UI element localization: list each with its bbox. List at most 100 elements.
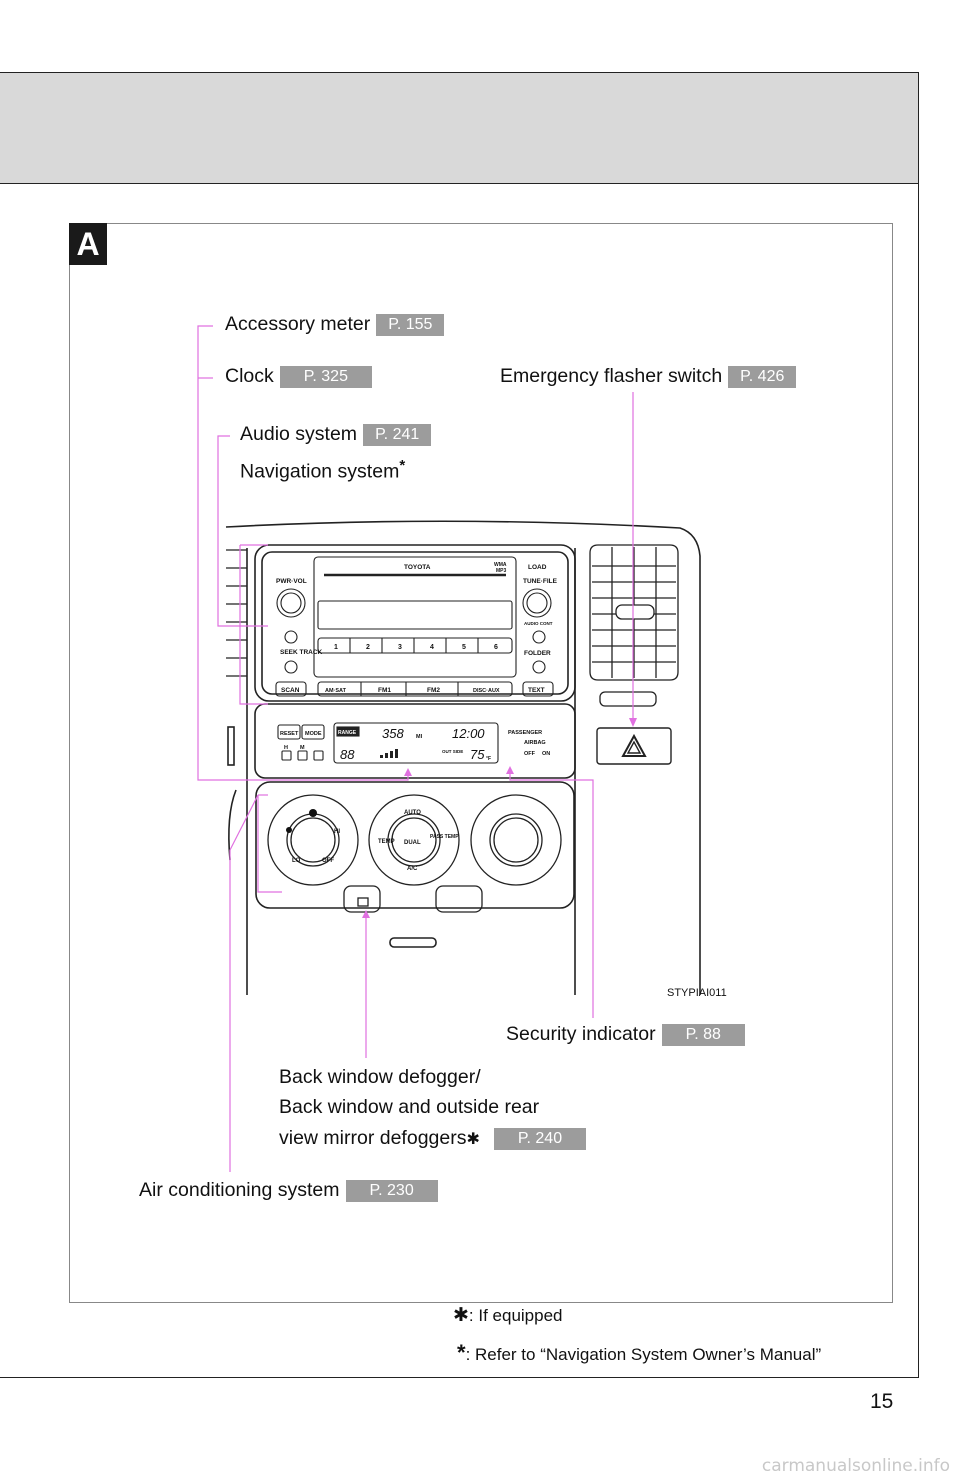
page-reference[interactable]: P. 325 [279, 365, 372, 388]
asterisk-mark: * [399, 457, 406, 474]
leader-lines [197, 325, 634, 1172]
radio-wma-label: WMA [494, 562, 507, 568]
page-reference[interactable]: P. 88 [661, 1023, 745, 1046]
preset-2: 2 [366, 644, 370, 651]
page-reference[interactable]: P. 241 [363, 423, 432, 446]
radio-preset-buttons: 1 2 3 4 5 6 [334, 644, 498, 651]
page-reference[interactable]: P. 426 [728, 365, 797, 388]
radio-text-button: TEXT [528, 687, 545, 694]
radio-brand: TOYOTA [404, 564, 431, 571]
page-number: 15 [870, 1390, 894, 1413]
radio-tune-file-label: TUNE·FILE [523, 578, 558, 585]
display-m-label: M [300, 745, 305, 751]
display-mode-button: MODE [305, 731, 322, 737]
bottom-border-rule [0, 1377, 919, 1378]
radio-pwr-vol-label: PWR·VOL [276, 578, 307, 585]
display-labels: RESET MODE H M RANGE 358 MI 12:00 88 OUT… [280, 726, 550, 762]
preset-6: 6 [494, 644, 498, 651]
radio-labels: TOYOTA WMA MP3 LOAD PWR·VOL TUNE·FILE AU… [276, 562, 558, 694]
radio-disc-aux-button: DISC·AUX [473, 688, 500, 694]
preset-4: 4 [430, 644, 434, 651]
display-reset-button: RESET [280, 731, 299, 737]
climate-lo-label: LO [292, 858, 301, 864]
footnote-text: : Refer to “Navigation System Owner’s Ma… [465, 1345, 822, 1364]
radio-scan-button: SCAN [281, 687, 300, 694]
preset-3: 3 [398, 644, 402, 651]
display-fuel-value: 88 [340, 747, 355, 762]
display-h-label: H [284, 745, 288, 751]
display-temp-unit: °F [486, 756, 491, 762]
radio-fm2-button: FM2 [427, 687, 440, 694]
radio-seek-track-label: SEEK TRACK [280, 649, 323, 656]
display-outside-temp: 75 [470, 747, 485, 762]
callout-label: Clock [225, 365, 274, 387]
radio-fm1-button: FM1 [378, 687, 391, 694]
passenger-label: PASSENGER [508, 730, 542, 736]
preset-5: 5 [462, 644, 466, 651]
climate-auto-button: AUTO [404, 810, 421, 816]
radio-unit [275, 556, 554, 697]
accessory-meter-display [277, 722, 499, 764]
radio-load-button: LOAD [528, 564, 547, 571]
air-vent-right [589, 544, 679, 707]
emergency-flasher-switch [596, 727, 672, 765]
radio-am-sat-button: AM·SAT [325, 688, 347, 694]
footnote-text: : If equipped [468, 1306, 563, 1325]
callout-label: Air conditioning system [139, 1179, 340, 1201]
callout-defogger-line2: Back window and outside rear [279, 1096, 540, 1118]
airbag-on-label: ON [542, 751, 550, 757]
right-border-rule [918, 182, 919, 1378]
footnote-if-equipped: ✱: If equipped [453, 1304, 563, 1327]
climate-ac-button: A/C [407, 866, 418, 872]
airbag-label: AIRBAG [524, 740, 546, 746]
if-equipped-mark: ✱ [453, 1305, 469, 1326]
console-outline [225, 520, 701, 995]
if-equipped-mark: ✱ [466, 1131, 480, 1148]
figure-panel [69, 223, 893, 1303]
display-outside-label: OUT SIDE [442, 749, 463, 754]
fuel-bars [380, 749, 398, 758]
callout-label: Navigation system [240, 460, 400, 483]
display-clock-time: 12:00 [452, 726, 485, 741]
callout-label: view mirror defoggers [279, 1127, 467, 1149]
callout-navigation-system: Navigation system* [240, 454, 405, 484]
climate-hi-label: HI [334, 829, 340, 835]
callout-defogger-line3: view mirror defoggers✱ P. 240 [279, 1126, 587, 1152]
display-range-value: 358 [382, 726, 404, 741]
header-band [0, 72, 919, 184]
callout-defogger-line1: Back window defogger/ [279, 1066, 481, 1088]
recirculation-indicator [309, 809, 317, 817]
callout-label: Emergency flasher switch [500, 365, 723, 387]
callout-label: Accessory meter [225, 313, 371, 335]
leader-arrowheads [362, 718, 637, 918]
mode-indicator [286, 827, 292, 833]
climate-pass-temp-label: PASS TEMP [430, 834, 459, 840]
asterisk-mark: * [457, 1340, 466, 1365]
footnote-navigation-manual: *: Refer to “Navigation System Owner’s M… [457, 1340, 821, 1366]
air-vent-left [226, 549, 247, 677]
page-reference[interactable]: P. 155 [376, 313, 445, 336]
radio-audio-cont-label: AUDIO CONT [524, 621, 553, 626]
climate-off-label: OFF [322, 858, 334, 864]
climate-dual-button: DUAL [404, 840, 421, 846]
page-reference[interactable]: P. 230 [345, 1179, 438, 1202]
radio-mp3-label: MP3 [496, 568, 507, 574]
airbag-off-label: OFF [524, 751, 536, 757]
climate-labels: HI LO OFF AUTO TEMP DUAL PASS TEMP A/C [292, 810, 459, 872]
climate-temp-label: TEMP [378, 839, 395, 845]
illustration-code: STYPIAI011 [667, 987, 727, 999]
section-badge: A [69, 223, 107, 265]
display-range-label: RANGE [338, 730, 357, 736]
display-range-unit: MI [416, 734, 423, 740]
radio-folder-label: FOLDER [524, 650, 551, 657]
preset-1: 1 [334, 644, 338, 651]
page-reference[interactable]: P. 240 [493, 1127, 587, 1150]
watermark: carmanualsonline.info [761, 1456, 950, 1476]
callout-label: Security indicator [506, 1023, 656, 1045]
